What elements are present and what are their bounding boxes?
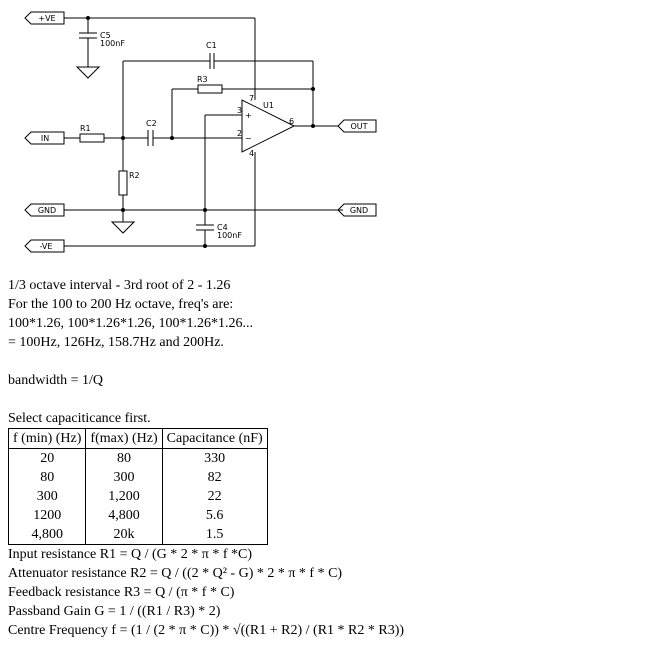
table-cell: 1200 [7,506,87,525]
table-header-fmin: f (min) (Hz) [7,428,87,449]
formula-r2: Attenuator resistance R2 = Q / ((2 * Q² … [8,566,343,581]
capacitance-table: f (min) (Hz) f(max) (Hz) Capacitance (nF… [7,428,268,545]
junction-pin3-gnd [203,208,207,212]
design-notes: 1/3 octave interval - 3rd root of 2 - 1.… [7,276,405,640]
port-in [24,131,65,145]
port-gnd-right [337,203,377,217]
table-row: 1200 4,800 5.6 [7,506,268,525]
pin6-label: 6 [289,117,294,126]
select-capacitance-note: Select capaciticance first. [8,411,151,426]
table-row: 4,800 20k 1.5 [7,525,268,545]
port-nve-label: -VE [40,242,53,251]
note-line-3: 100*1.26, 100*1.26*1.26, 100*1.26*1.26..… [8,316,253,331]
r1-resistor [79,133,105,143]
junction-r3-node [170,136,174,140]
junction-r3-out [311,87,315,91]
junction-r1-node [121,136,125,140]
table-header-row: f (min) (Hz) f(max) (Hz) Capacitance (nF… [7,428,268,449]
table-header-capacitance: Capacitance (nF) [161,428,268,449]
u1-ref-label: U1 [263,101,274,110]
c5-value-label: 100nF [100,39,125,48]
ground-symbol-c5 [75,66,101,79]
c1-ref-label: C1 [206,41,217,50]
ground-symbol-r2 [110,221,136,234]
port-nve [24,239,65,253]
port-in-label: IN [41,134,49,143]
junction-c4-nve [203,244,207,248]
c4-value-label: 100nF [217,231,242,240]
table-cell: 82 [161,468,268,487]
formula-r1: Input resistance R1 = Q / (G * 2 * π * f… [8,547,252,562]
c2-ref-label: C2 [146,119,157,128]
table-cell: 300 [7,487,87,506]
table-cell: 4,800 [85,506,163,525]
table-cell: 330 [161,448,268,468]
r3-ref-label: R3 [197,75,208,84]
junction-r2-gnd [121,208,125,212]
formula-r3: Feedback resistance R3 = Q / (π * f * C) [8,585,235,600]
table-cell: 1.5 [161,525,268,545]
note-line-2: For the 100 to 200 Hz octave, freq's are… [8,297,234,312]
r3-resistor [197,84,223,94]
table-header-fmax: f(max) (Hz) [85,428,163,449]
r2-resistor [118,170,128,196]
port-pve-label: +VE [38,14,55,23]
junction-c5 [86,16,90,20]
table-row: 300 1,200 22 [7,487,268,506]
bandwidth-note: bandwidth = 1/Q [8,373,103,388]
formula-gain: Passband Gain G = 1 / ((R1 / R3) * 2) [8,604,221,619]
table-cell: 300 [85,468,163,487]
table-cell: 5.6 [161,506,268,525]
pin4-label: 4 [249,149,254,158]
pin3-label: 3 [237,106,242,115]
table-cell: 1,200 [85,487,163,506]
c4-ref-label: C4 [217,223,228,232]
formula-centre-frequency: Centre Frequency f = (1 / (2 * π * C)) *… [8,623,405,638]
port-out [337,119,377,133]
table-cell: 20k [85,525,163,545]
pin2-label: 2 [237,129,242,138]
minus-label: − [245,134,252,143]
op-amp-u1 [241,99,296,153]
table-row: 20 80 330 [7,448,268,468]
bandpass-filter-schematic: +VE IN GND -VE OUT GND C5 100nF C1 R3 U1… [24,11,377,253]
plus-label: + [245,111,252,120]
port-gnd-left-label: GND [38,206,56,215]
table-cell: 4,800 [7,525,87,545]
table-cell: 80 [85,448,163,468]
note-line-1: 1/3 octave interval - 3rd root of 2 - 1.… [8,278,231,293]
table-cell: 80 [7,468,87,487]
table-row: 80 300 82 [7,468,268,487]
pin7-label: 7 [249,94,254,103]
c5-ref-label: C5 [100,31,111,40]
table-cell: 20 [7,448,87,468]
junction-out [311,124,315,128]
table-cell: 22 [161,487,268,506]
port-gnd-left [24,203,65,217]
port-out-label: OUT [350,122,367,131]
port-gnd-right-label: GND [350,206,368,215]
r1-ref-label: R1 [80,124,91,133]
note-line-4: = 100Hz, 126Hz, 158.7Hz and 200Hz. [8,335,224,350]
r2-ref-label: R2 [129,171,140,180]
port-pve [24,11,65,25]
